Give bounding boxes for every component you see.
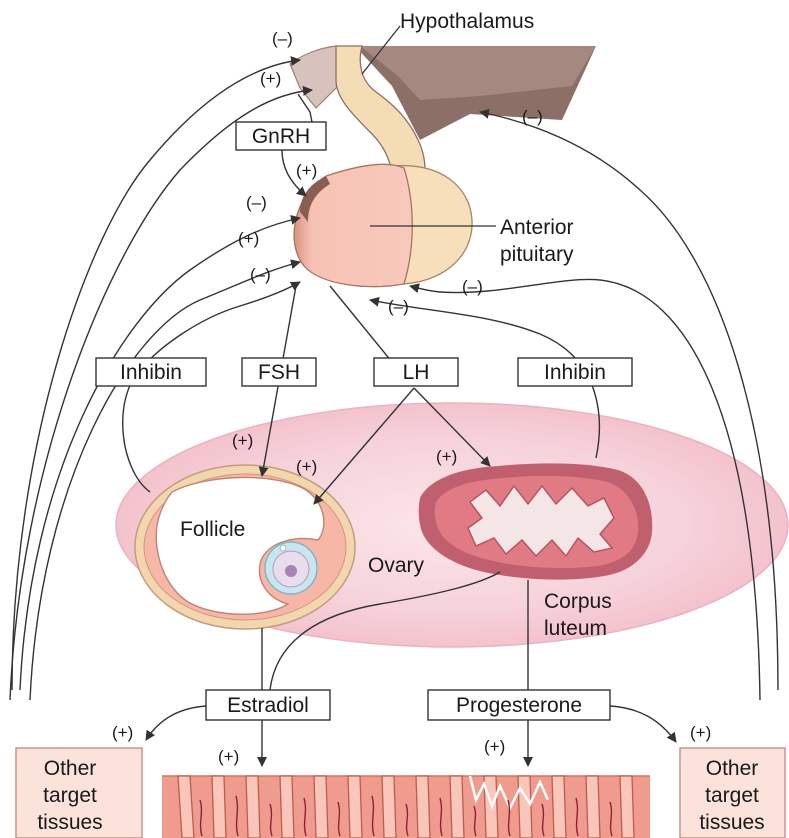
ovary-label: Ovary [368, 554, 425, 577]
corpus-luteum-label-line2: luteum [544, 617, 607, 640]
progesterone-box: Progesterone [428, 690, 610, 720]
anterior-pituitary-shape [294, 164, 496, 286]
inhibin-left-label: Inhibin [120, 361, 182, 384]
anterior-pituitary-label-line2: pituitary [500, 243, 574, 266]
target-tissues-left-line2: target [43, 784, 97, 807]
sign-hypothalamus-neg: (–) [272, 29, 293, 48]
gnrh-label: GnRH [252, 125, 310, 148]
fsh-label: FSH [258, 361, 300, 384]
corpus-luteum-label-line1: Corpus [544, 590, 612, 613]
sign-gnrh-pos: (+) [296, 161, 317, 180]
target-tissues-left-line1: Other [44, 757, 97, 780]
sign-pituitary-neg-inhibin: (–) [388, 297, 409, 316]
target-tissues-left-line3: tissues [37, 811, 102, 834]
sign-estradiol-other-pos: (+) [112, 723, 133, 742]
target-tissues-right-line1: Other [706, 757, 759, 780]
gnrh-box: GnRH [236, 122, 326, 150]
sign-pituitary-neg-2: (–) [250, 265, 271, 284]
sign-fsh-pos: (+) [232, 431, 253, 450]
target-tissues-right-line2: target [705, 784, 759, 807]
follicle-shape [135, 465, 355, 629]
hypothalamus-label: Hypothalamus [400, 10, 534, 33]
inhibin-right-label: Inhibin [544, 361, 606, 384]
lh-label: LH [403, 361, 430, 384]
estradiol-label: Estradiol [227, 694, 309, 717]
target-tissues-left-box: Other target tissues [16, 748, 142, 838]
sign-hypothalamus-neg-right: (–) [522, 107, 543, 126]
sign-progesterone-other-pos: (+) [690, 723, 711, 742]
target-tissues-right-box: Other target tissues [680, 748, 785, 838]
sign-estradiol-endometrium-pos: (+) [218, 747, 239, 766]
follicle-label: Follicle [180, 518, 245, 541]
sign-progesterone-endometrium-pos: (+) [484, 737, 505, 756]
inhibin-left-box: Inhibin [96, 358, 206, 386]
sign-pituitary-neg-right: (–) [462, 277, 483, 296]
target-tissues-right-line3: tissues [699, 811, 764, 834]
progesterone-label: Progesterone [456, 694, 582, 717]
estradiol-box: Estradiol [206, 690, 330, 720]
lh-box: LH [374, 358, 458, 386]
sign-hypothalamus-pos: (+) [260, 69, 281, 88]
sign-pituitary-pos: (+) [238, 229, 259, 248]
inhibin-right-box: Inhibin [518, 358, 632, 386]
fsh-box: FSH [242, 358, 316, 386]
endometrium-shape [162, 776, 650, 838]
sign-lh-corpus-pos: (+) [436, 447, 457, 466]
anterior-pituitary-label-line1: Anterior [500, 216, 574, 239]
sign-lh-follicle-pos: (+) [296, 457, 317, 476]
sign-pituitary-neg-1: (–) [246, 193, 267, 212]
